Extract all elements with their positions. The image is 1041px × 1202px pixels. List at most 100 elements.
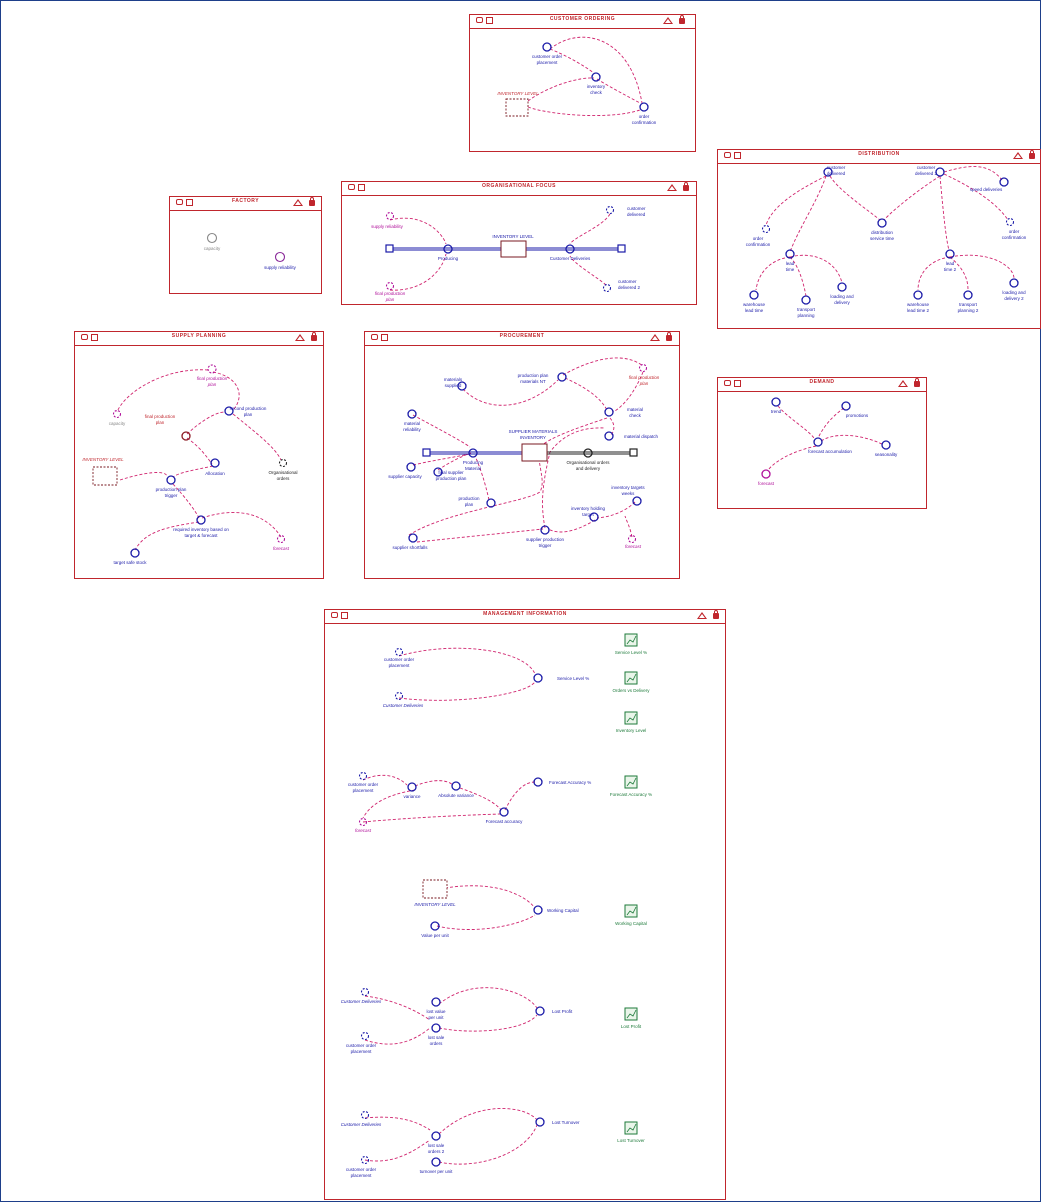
lock-icon[interactable] — [309, 197, 315, 206]
ghost-node[interactable] — [627, 534, 637, 544]
variable-node[interactable] — [542, 42, 552, 52]
ghost-node[interactable] — [1005, 217, 1015, 227]
variable-node[interactable] — [639, 102, 649, 112]
ghost-stock[interactable] — [505, 98, 529, 117]
flow-valve[interactable] — [583, 448, 593, 458]
variable-node[interactable] — [130, 548, 140, 558]
ghost-node[interactable] — [358, 817, 368, 827]
variable-node[interactable] — [963, 290, 973, 300]
lock-icon[interactable] — [311, 332, 317, 341]
variable-node[interactable] — [206, 232, 218, 244]
collapse-triangle-icon[interactable] — [293, 199, 303, 206]
graph-icon[interactable] — [624, 1121, 638, 1135]
variable-node[interactable] — [166, 475, 176, 485]
graph-tool-inventory-level[interactable]: Inventory Level — [616, 711, 647, 733]
graph-tool-service-level[interactable]: Service Level % — [615, 633, 647, 655]
variable-node[interactable] — [533, 673, 543, 683]
variable-node[interactable] — [945, 249, 955, 259]
lock-icon[interactable] — [1029, 150, 1035, 159]
variable-node[interactable] — [841, 401, 851, 411]
lock-icon[interactable] — [914, 378, 920, 387]
variable-node[interactable] — [823, 167, 833, 177]
variable-node[interactable] — [771, 397, 781, 407]
binoculars-icon[interactable] — [176, 199, 183, 205]
ghost-node[interactable] — [385, 211, 395, 221]
ghost-node[interactable] — [394, 647, 404, 657]
variable-node[interactable] — [196, 515, 206, 525]
document-icon[interactable] — [91, 334, 98, 341]
lock-icon[interactable] — [666, 332, 672, 341]
flow-valve[interactable] — [443, 244, 453, 254]
ghost-node[interactable] — [761, 224, 771, 234]
stock[interactable] — [521, 443, 548, 462]
variable-node[interactable] — [761, 469, 771, 479]
lock-icon[interactable] — [713, 610, 719, 619]
document-icon[interactable] — [341, 612, 348, 619]
ghost-node[interactable] — [112, 409, 122, 419]
collapse-triangle-icon[interactable] — [295, 334, 305, 341]
ghost-stock[interactable] — [422, 879, 448, 899]
collapse-triangle-icon[interactable] — [697, 612, 707, 619]
flow-valve[interactable] — [468, 448, 478, 458]
variable-node[interactable] — [210, 458, 220, 468]
variable-node[interactable] — [801, 295, 811, 305]
variable-node[interactable] — [557, 372, 567, 382]
variable-node[interactable] — [407, 409, 417, 419]
variable-node[interactable] — [535, 1006, 545, 1016]
variable-node[interactable] — [431, 997, 441, 1007]
graph-icon[interactable] — [624, 633, 638, 647]
binoculars-icon[interactable] — [724, 380, 731, 386]
variable-node[interactable] — [224, 406, 234, 416]
ghost-node[interactable] — [638, 363, 648, 373]
variable-node[interactable] — [533, 905, 543, 915]
collapse-triangle-icon[interactable] — [667, 184, 677, 191]
variable-node[interactable] — [274, 251, 286, 263]
variable-node[interactable] — [433, 467, 443, 477]
ghost-node[interactable] — [394, 691, 404, 701]
variable-node[interactable] — [533, 777, 543, 787]
variable-node[interactable] — [604, 431, 614, 441]
collapse-triangle-icon[interactable] — [898, 380, 908, 387]
ghost-node[interactable] — [207, 364, 217, 374]
frame-organisational-focus[interactable]: ORGANISATIONAL FOCUS Producing INVENTORY… — [341, 181, 697, 305]
variable-node[interactable] — [877, 218, 887, 228]
binoculars-icon[interactable] — [348, 184, 355, 190]
variable-node[interactable] — [999, 177, 1009, 187]
variable-node[interactable] — [431, 1157, 441, 1167]
stock[interactable] — [500, 240, 527, 258]
variable-node[interactable] — [486, 498, 496, 508]
ghost-node[interactable] — [276, 534, 286, 544]
variable-node[interactable] — [406, 462, 416, 472]
document-icon[interactable] — [186, 199, 193, 206]
ghost-node[interactable] — [360, 1031, 370, 1041]
collapse-triangle-icon[interactable] — [663, 17, 673, 24]
binoculars-icon[interactable] — [724, 152, 731, 158]
variable-node[interactable] — [408, 533, 418, 543]
graph-icon[interactable] — [624, 711, 638, 725]
ghost-node[interactable] — [360, 987, 370, 997]
ghost-node[interactable] — [602, 283, 612, 293]
frame-management-information[interactable]: MANAGEMENT INFORMATION customer order pl… — [324, 609, 726, 1200]
document-icon[interactable] — [486, 17, 493, 24]
ghost-node[interactable] — [278, 458, 288, 468]
variable-node[interactable] — [813, 437, 823, 447]
variable-node[interactable] — [837, 282, 847, 292]
ghost-stock[interactable] — [92, 466, 118, 486]
flow-valve[interactable] — [565, 244, 575, 254]
lock-icon[interactable] — [679, 15, 685, 24]
ghost-node[interactable] — [358, 771, 368, 781]
lock-icon[interactable] — [683, 182, 689, 191]
binoculars-icon[interactable] — [476, 17, 483, 23]
graph-tool-forecast-accuracy[interactable]: Forecast Accuracy % — [610, 775, 652, 797]
variable-node[interactable] — [1009, 278, 1019, 288]
graph-icon[interactable] — [624, 775, 638, 789]
binoculars-icon[interactable] — [331, 612, 338, 618]
graph-icon[interactable] — [624, 671, 638, 685]
variable-node[interactable] — [457, 381, 467, 391]
ghost-node[interactable] — [360, 1155, 370, 1165]
variable-node[interactable] — [407, 782, 417, 792]
ghost-node[interactable] — [385, 281, 395, 291]
binoculars-icon[interactable] — [371, 334, 378, 340]
collapse-triangle-icon[interactable] — [650, 334, 660, 341]
